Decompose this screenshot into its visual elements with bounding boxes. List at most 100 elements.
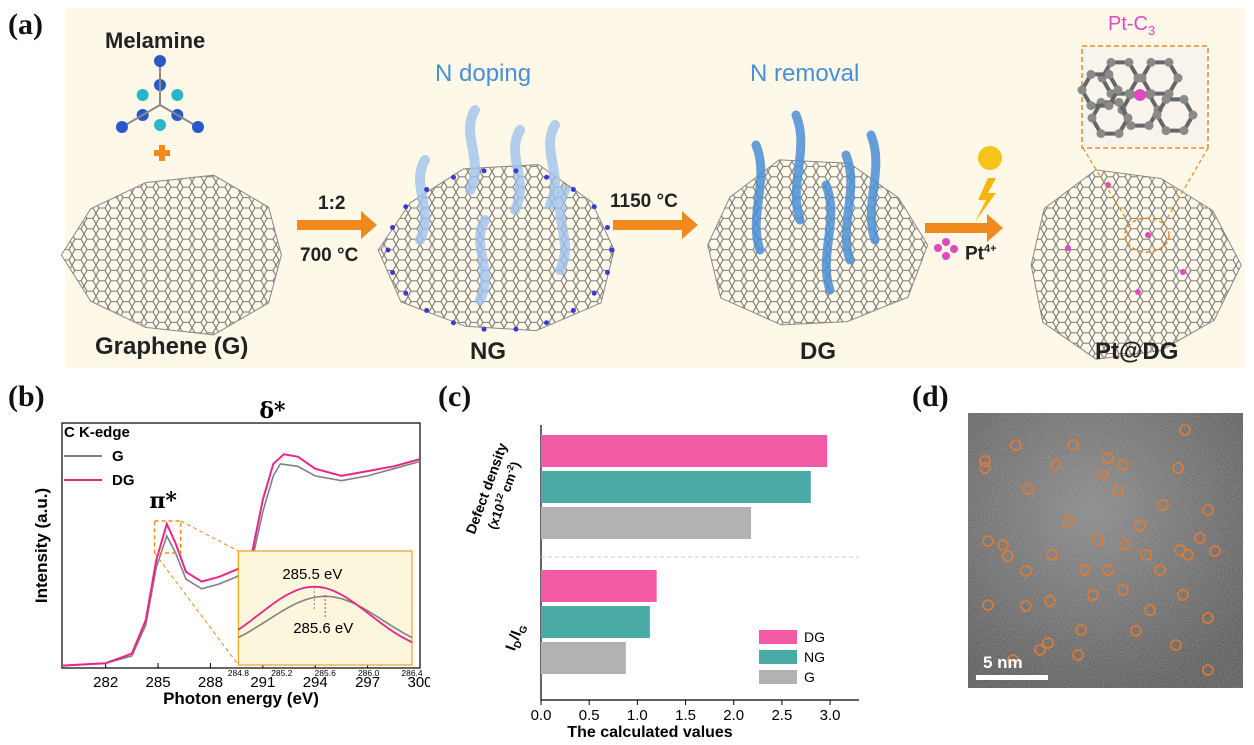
x-tick-label: 285 [146,674,171,691]
stage-label-ptdg: Pt@DG [1095,338,1179,365]
pt-ion-dot [950,245,958,253]
n-doping-title: N doping [435,60,532,87]
x-tick-label: 297 [355,674,380,691]
bar-ng-group0 [541,471,811,503]
pt-atom-marker [1119,539,1131,551]
pt-atom-marker [997,539,1009,551]
pt-atom-marker [1170,639,1182,651]
pt-atom-marker [1102,564,1114,576]
n-removal-wisp [841,150,856,265]
pt-precursor-label: Pt4+ [965,243,997,265]
synthesis-scheme [60,45,1242,360]
x-tick-label: 1.0 [627,707,648,724]
pt-atom-marker [1050,459,1062,471]
graphene-sheet-3 [1030,169,1242,360]
pt-atom-marker [1079,564,1091,576]
process-arrow-2 [613,211,698,239]
x-tick-label: 300 [407,674,430,691]
pt-atom-marker [1202,612,1214,624]
n-removal-title: N removal [750,60,860,87]
pt-atom-marker [1044,595,1056,607]
x-tick-label: 0.5 [579,707,600,724]
process-arrow-1 [297,211,377,239]
pt-atom-marker [1130,625,1142,637]
series-line-dg [61,453,421,667]
pt-site-highlight [1124,217,1170,253]
pt-atom-dot [1135,289,1141,295]
inset-tick-label: 285.6 [315,668,337,678]
pt-ion-dot [934,244,942,252]
n-removal-wisp [751,140,766,255]
pt-atom-marker [1157,499,1169,511]
stage-label-dg: DG [800,338,836,365]
step1-ratio-label: 1:2 [318,193,346,214]
panel-label-b: (b) [8,380,45,413]
plot-frame [61,422,421,669]
pt-ion-dot [942,252,950,260]
pt-atom-marker [1067,439,1079,451]
process-arrow-3 [925,214,1003,242]
step2-temp-label: 1150 °C [610,191,678,212]
pt-atom-marker [1042,637,1054,649]
n-removal-wisp [866,130,881,245]
pt-atom-marker [1194,532,1206,544]
pt-atom-marker [979,455,991,467]
melamine-molecule-icon [116,55,204,133]
inset-tick-label: 286.4 [401,668,423,678]
legend-swatch-dg [759,630,797,644]
pt-atom-marker [1140,549,1152,561]
pt-atom-marker [1046,549,1058,561]
inset-tick-label: 285.2 [271,668,293,678]
scale-bar-label: 5 nm [983,653,1023,672]
pt-atom-marker [1020,565,1032,577]
pt-atom-marker [982,599,994,611]
pt-atom-marker [1002,550,1014,562]
inset-peak-g-label: 285.6 eV [293,620,353,637]
x-tick-label: 1.5 [675,707,696,724]
pt-atom-marker [1174,544,1186,556]
x-tick-label: 288 [198,674,223,691]
legend-swatch-g [759,670,797,684]
pt-atom-marker [1117,459,1129,471]
pt-atom-marker [1010,439,1022,451]
bar-g-group0 [541,507,752,539]
pt-atom-marker [1092,534,1104,546]
x-tick-label: 0.0 [531,707,552,724]
inset-line-dg [237,585,413,644]
x-tick-label: 294 [303,674,328,691]
n-doping-wisp [510,125,525,215]
pt-atom-marker [1112,485,1124,497]
pi-star-zoom-box [153,520,182,554]
pt-atom-dot [1065,245,1071,251]
pt-atom-marker [1034,644,1046,656]
n-removal-wisp [791,110,806,225]
pt-atom-marker [1182,549,1194,561]
x-axis-label: Photon energy (eV) [163,689,319,708]
pt-atom-marker [1007,654,1019,666]
stage-label-graphene: Graphene (G) [95,333,249,360]
bar-dg-group0 [541,435,828,467]
legend-label-dg: DG [804,629,825,645]
n-doping-wisp [415,155,430,245]
pt-ion-dot [942,238,950,246]
pt-atom-marker [1202,664,1214,676]
panel-label-d: (d) [912,380,949,413]
pt-atom-marker [1087,589,1099,601]
pt-atom-marker [1022,483,1034,495]
graphene-sheet-1 [377,164,615,332]
n-doping-wisp [475,215,490,305]
x-axis-label: The calculated values [567,724,733,741]
stage-label-ng: NG [470,338,506,365]
pt-c3-label: Pt-C3 [1108,13,1156,38]
pt-atom-marker [1209,545,1221,557]
pt-atom-dot [1180,269,1186,275]
scale-bar [976,675,1048,680]
bar-ng-group1 [541,606,650,638]
pt-atom-marker [1177,589,1189,601]
inset-peak-dg-label: 285.5 eV [282,566,342,583]
delta-star-annotation: δ* [259,398,286,424]
pt-atom-marker [1202,504,1214,516]
legend-swatch-ng [759,650,797,664]
